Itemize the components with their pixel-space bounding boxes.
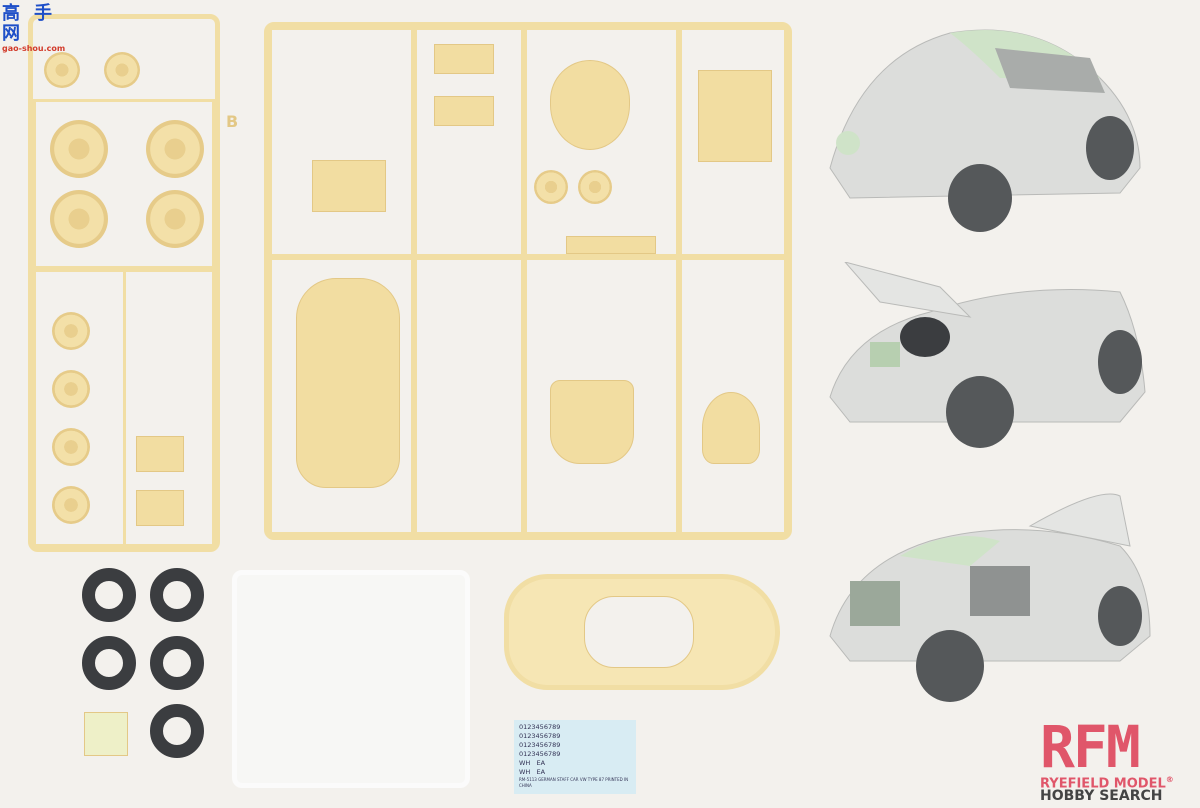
seat-part [136,490,184,526]
front-hood [550,60,630,150]
wheel [1098,330,1142,394]
engine-lid [702,392,760,464]
rim [52,370,90,408]
panel [434,44,494,74]
tire [82,568,136,622]
rim [52,486,90,524]
dashboard [566,236,656,254]
main-sprue [264,22,792,540]
brand-name-text: RYEFIELD MODEL [1040,776,1166,792]
wheel-part [146,120,204,178]
panel [312,160,386,212]
panel [698,70,772,162]
wheel-part [50,190,108,248]
distributor-logo: HOBBY SEARCH [1040,788,1163,804]
plate: EA [536,759,546,767]
decal-numbers: 0123456789 [519,723,561,731]
decal-numbers: 0123456789 [519,732,561,740]
watermark-chinese: 高手网 [2,3,66,44]
watermark-url: gao-shou.com [2,44,66,53]
assembled-car-hood-open [829,262,1146,448]
wheel [948,164,1012,232]
tire [150,568,204,622]
sprue-letter: B [226,112,239,131]
panel [434,96,494,126]
wheel [916,630,984,702]
decal-numbers: 0123456789 [519,741,561,749]
hubcap [44,52,80,88]
tire [150,636,204,690]
assembled-car-closed [829,29,1141,232]
tire [82,636,136,690]
registered-mark: ® [1165,775,1174,784]
small-clear-part [84,712,128,756]
wheel-part [146,190,204,248]
decal-sheet: 0123456789 0123456789 0123456789 0123456… [514,720,636,794]
watermark-logo: 高手网 gao-shou.com [2,4,88,54]
assembled-car-doors-open [829,493,1151,702]
plate: WH [519,768,531,776]
chassis-floor-pan [296,278,400,488]
tire [150,704,204,758]
hubcap [104,52,140,88]
body-shell-roof [584,596,694,668]
plate: EA [536,768,546,776]
decal-printed: PRINTED IN CHINA [519,777,629,788]
brand-name: RYEFIELD MODEL® [1040,775,1174,791]
rear-panel [550,380,634,464]
decal-caption: RM-5113 GERMAN STAFF CAR VW TYPE 87 [519,777,604,782]
wheel [1098,586,1142,646]
wheel [1086,116,1134,180]
rim [52,428,90,466]
wheel-part [50,120,108,178]
rim [52,312,90,350]
decal-numbers: 0123456789 [519,750,561,758]
wheel [946,376,1014,448]
rfm-logo: RFM [1040,713,1141,781]
seat-part [136,436,184,472]
headlight [578,170,612,204]
left-sprue [28,14,220,552]
headlight [534,170,568,204]
plate: WH [519,759,531,767]
clear-sprue [232,570,470,788]
